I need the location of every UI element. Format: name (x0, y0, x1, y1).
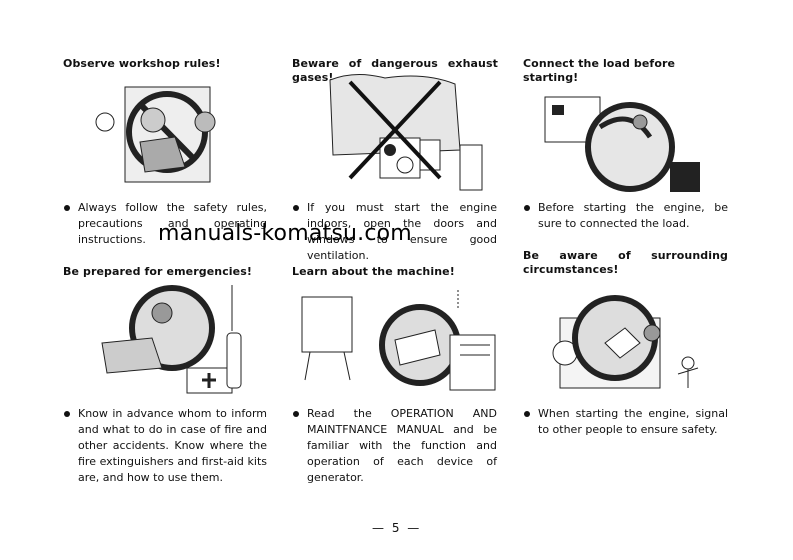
bullet-dot (64, 205, 70, 211)
heading-surrounding: Be aware of surrounding circumstances! (523, 249, 728, 276)
bullet-workshop-rules: Always follow the safety rules, precauti… (64, 200, 267, 248)
bullet-learn-machine: Read the OPERATION AND MAINTFNANCE MANUA… (293, 406, 497, 486)
heading-emergencies: Be prepared for emergencies! (63, 265, 253, 278)
bullet-emergencies: Know in advance whom to inform and what … (64, 406, 267, 486)
illustration-connect-load (540, 77, 705, 202)
bullet-dot (293, 411, 299, 417)
bullet-connect-load: Before starting the engine, be sure to c… (524, 200, 728, 232)
bullet-surrounding: When starting the engine, signal to othe… (524, 406, 728, 438)
heading-connect-load: Connect the load before starting! (523, 57, 676, 84)
illustration-workshop-rules (95, 82, 225, 190)
bullet-dot (524, 411, 530, 417)
illustration-emergencies (92, 283, 247, 401)
bullet-dot (524, 205, 530, 211)
bullet-exhaust-gases: If you must start the engine indoors, op… (293, 200, 497, 264)
illustration-exhaust-gases (325, 70, 495, 195)
illustration-learn-machine (300, 285, 500, 403)
bullet-dot (64, 411, 70, 417)
watermark: manuals-komatsu.com (158, 221, 412, 246)
page-number: — 5 — (372, 521, 422, 535)
bullet-dot (293, 205, 299, 211)
heading-workshop-rules: Observe workshop rules! (63, 57, 221, 70)
heading-learn-machine: Learn about the machine! (292, 265, 455, 278)
heading-exhaust-gases: Beware of dangerous exhaust gases! (292, 57, 498, 84)
illustration-surrounding (540, 288, 710, 400)
